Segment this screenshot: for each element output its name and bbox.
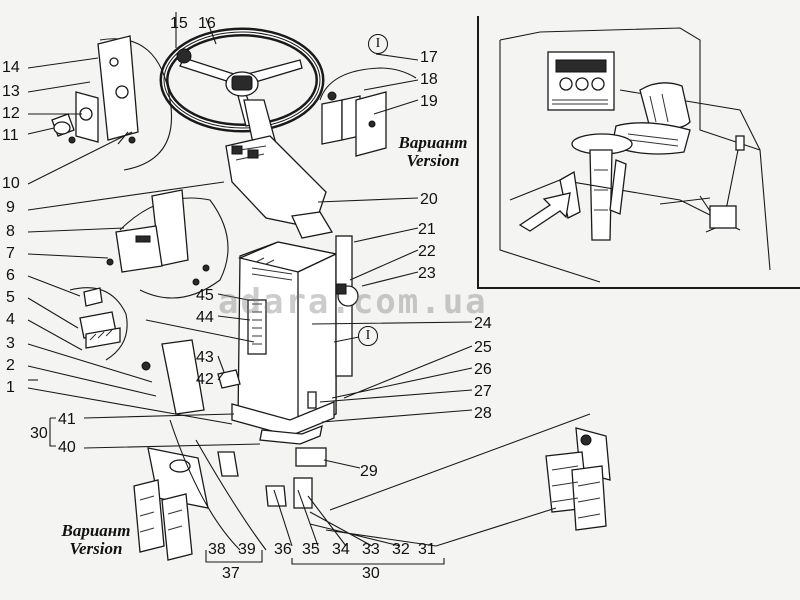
callout-39: 39 bbox=[238, 541, 256, 558]
callout-19: 19 bbox=[420, 93, 438, 110]
callout-6: 6 bbox=[6, 267, 15, 284]
upper-bracket-detail bbox=[51, 35, 173, 171]
callout-7: 7 bbox=[6, 245, 15, 262]
callout-4: 4 bbox=[6, 311, 15, 328]
callout-44: 44 bbox=[196, 309, 214, 326]
pedestal bbox=[141, 235, 359, 509]
callout-18: 18 bbox=[420, 71, 438, 88]
variant-label-bottom-en: Version bbox=[69, 539, 123, 558]
callout-33: 33 bbox=[362, 541, 380, 558]
callout-37: 37 bbox=[222, 565, 240, 582]
leader-lines bbox=[27, 12, 591, 565]
callout-34: 34 bbox=[332, 541, 350, 558]
steering-wheel bbox=[159, 27, 325, 149]
middle-bracket-detail bbox=[106, 189, 229, 299]
callout-17: 17 bbox=[420, 49, 438, 66]
callout-11: 11 bbox=[2, 127, 19, 144]
callout-25: 25 bbox=[474, 339, 492, 356]
variant-label-top: Вариант Version bbox=[388, 134, 478, 170]
callout-2: 2 bbox=[6, 357, 15, 374]
variant-label-bottom-ru: Вариант bbox=[61, 521, 131, 540]
callout-24: 24 bbox=[474, 315, 492, 332]
callout-3: 3 bbox=[6, 335, 15, 352]
variant-label-top-en: Version bbox=[406, 151, 460, 170]
valve-variant-right bbox=[545, 427, 611, 531]
callout-41: 41 bbox=[58, 411, 76, 428]
callout-22: 22 bbox=[418, 243, 436, 260]
column-housing bbox=[225, 135, 334, 239]
callout-12: 12 bbox=[2, 105, 20, 122]
callout-15: 15 bbox=[170, 15, 188, 32]
callout-1: 1 bbox=[6, 379, 15, 396]
callout-35: 35 bbox=[302, 541, 320, 558]
version-mark-top: I bbox=[368, 34, 388, 54]
callout-21: 21 bbox=[418, 221, 436, 238]
callout-45: 45 bbox=[196, 287, 214, 304]
callout-27: 27 bbox=[474, 383, 492, 400]
watermark: adara.com.ua bbox=[218, 282, 488, 322]
callout-20: 20 bbox=[420, 191, 438, 208]
variant-label-top-ru: Вариант bbox=[398, 133, 468, 152]
callout-43: 43 bbox=[196, 349, 214, 366]
callout-32: 32 bbox=[392, 541, 410, 558]
callout-23: 23 bbox=[418, 265, 436, 282]
callout-30-bottom: 30 bbox=[362, 565, 380, 582]
callout-8: 8 bbox=[6, 223, 15, 240]
cab-inset bbox=[477, 16, 800, 289]
callout-30-left: 30 bbox=[30, 425, 48, 442]
callout-29: 29 bbox=[360, 463, 378, 480]
valve-variant-left bbox=[133, 419, 287, 561]
callout-42: 42 bbox=[196, 371, 214, 388]
callout-28: 28 bbox=[474, 405, 492, 422]
callout-40: 40 bbox=[58, 439, 76, 456]
version-mark-mid: I bbox=[358, 326, 378, 346]
callout-31: 31 bbox=[418, 541, 436, 558]
callout-38: 38 bbox=[208, 541, 226, 558]
callout-14: 14 bbox=[2, 59, 20, 76]
callout-13: 13 bbox=[2, 83, 20, 100]
callout-9: 9 bbox=[6, 199, 15, 216]
callout-16: 16 bbox=[198, 15, 216, 32]
lower-bracket-detail bbox=[69, 287, 128, 361]
callout-10: 10 bbox=[2, 175, 20, 192]
callout-36: 36 bbox=[274, 541, 292, 558]
version-parts-top bbox=[319, 67, 417, 157]
variant-label-bottom: Вариант Version bbox=[46, 522, 146, 558]
callout-5: 5 bbox=[6, 289, 15, 306]
callout-26: 26 bbox=[474, 361, 492, 378]
